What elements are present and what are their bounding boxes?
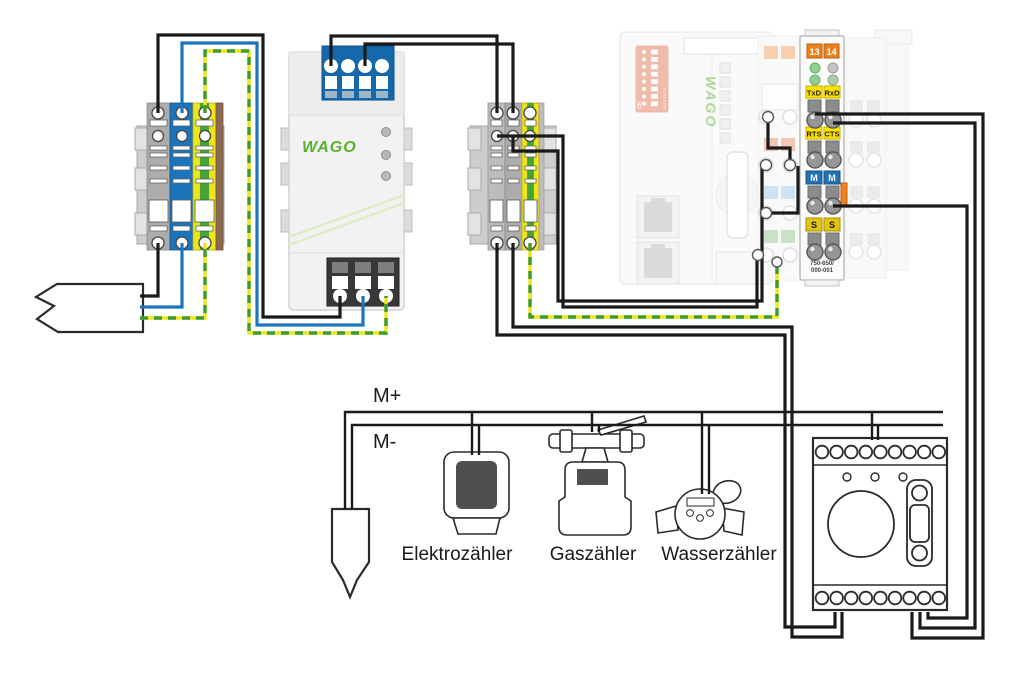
mbus-cable: [330, 507, 371, 600]
dip-scale-label: 1 2 3 4 5 6 7 8: [663, 88, 667, 110]
dip-switch: ON 1 2 3 4 5 6 7 8: [635, 45, 669, 113]
wire-24v-plus: [329, 34, 499, 113]
mbus-minus-label: M-: [373, 431, 396, 453]
rail-end-plate: [215, 102, 224, 251]
rxd-label: RxD: [824, 89, 840, 98]
channel-14-label: 14: [826, 47, 836, 57]
psu-output-terminal: [321, 45, 395, 101]
plc-top-slot: [683, 37, 763, 55]
plc-service-flap: [715, 251, 759, 285]
mbus-level-converter: [811, 436, 949, 612]
gas-meter-label: Gaszähler: [550, 544, 637, 565]
rts-label: RTS: [807, 130, 822, 139]
channel-14-label-bg: [823, 43, 840, 59]
wire-pe-bottom-dash: [140, 243, 207, 320]
din-carrier-tabs-mid: [467, 127, 557, 236]
decor-stripe: [288, 193, 405, 239]
plc-card-slot: [726, 151, 749, 239]
txd-label: TxD: [807, 89, 822, 98]
m2-label: M: [828, 173, 836, 183]
wire-supply-a: [497, 134, 759, 309]
release-latch: [840, 182, 848, 208]
text-labels: M+ M- Elektrozähler Gaszähler Wasserzähl…: [373, 385, 777, 565]
plc-controller: ON 1 2 3 4 5 6 7 8 WAGO: [619, 29, 913, 285]
s2-label-bg: [823, 217, 841, 232]
connection-points: [751, 110, 797, 268]
converter-terminal-rows: [814, 444, 947, 606]
neighbour-module: [845, 29, 913, 279]
wire-supply-b: [511, 136, 764, 303]
wire-l-black-to-psu: [156, 33, 342, 319]
s2-label: S: [829, 220, 835, 230]
serial-module-750-650: 13 14 TxD RxD RTS CTS M M S S: [799, 29, 848, 287]
mid-rail-end: [538, 102, 545, 251]
wiring: [140, 33, 985, 640]
wire-rxd: [833, 121, 977, 630]
wire-ground-link-dash: [528, 243, 779, 319]
ethernet-port-1: [636, 195, 680, 239]
mid-rail-1: [487, 102, 506, 251]
plc-wago-logo: WAGO: [703, 76, 719, 128]
wire-n-blue-bottom: [140, 243, 184, 309]
cage-clamps: [806, 111, 842, 261]
txd-label-bg: [805, 85, 823, 99]
converter-dial: [827, 490, 895, 558]
converter-leds: [842, 472, 908, 482]
mbus-plus-line: [343, 410, 943, 509]
module-status-leds: [809, 62, 839, 86]
rail-grey: [146, 102, 171, 251]
ethernet-port-2: [636, 241, 680, 285]
s1-label: S: [811, 220, 817, 230]
rail-ground: [192, 102, 217, 251]
mains-cable: [33, 282, 145, 334]
rxd-label-bg: [823, 85, 841, 99]
plc-led-column: [719, 62, 731, 144]
jumper-2: [766, 166, 800, 215]
m1-label-bg: [805, 170, 823, 185]
dip-on-label: ON: [637, 101, 643, 109]
wire-pe-to-psu: [203, 49, 388, 335]
cts-label: CTS: [825, 130, 840, 139]
wire-txd: [815, 112, 985, 640]
psu-led-indicators: [381, 127, 391, 181]
m2-label-bg: [823, 170, 841, 185]
psu-wago-logo: WAGO: [302, 139, 357, 156]
mbus-minus-line: [350, 423, 943, 509]
m1-label: M: [810, 173, 818, 183]
channel-13-label: 13: [809, 47, 819, 57]
channel-13-label-bg: [806, 43, 823, 59]
mbus-plus-label: M+: [373, 385, 401, 407]
mid-rail-2: [504, 102, 523, 251]
electricity-meter-label: Elektrozähler: [402, 544, 514, 565]
wire-l-black-bottom: [140, 243, 160, 298]
part-number-line1: 750-650/: [810, 261, 834, 267]
jumper-1: [766, 117, 792, 163]
wire-n-blue-to-psu: [180, 41, 365, 327]
part-number-line2: 000-001: [811, 268, 834, 274]
wire-gnd: [833, 204, 969, 620]
db9-connector-icon: [906, 479, 933, 567]
electricity-meter-icon: [443, 451, 510, 535]
power-supply: WAGO: [280, 45, 413, 311]
wire-24v-minus: [363, 42, 515, 113]
terminal-block-middle: [467, 102, 557, 251]
s1-label-bg: [805, 217, 823, 232]
gas-meter-icon: [548, 415, 648, 536]
decor-stripe: [288, 201, 405, 247]
wire-converter-supply-2: [511, 243, 844, 639]
water-meter-label: Wasserzähler: [661, 544, 777, 565]
mid-rail-ground: [521, 102, 540, 251]
water-meter-icon: [655, 479, 745, 540]
terminal-block-left: [134, 102, 225, 251]
rail-blue: [169, 102, 194, 251]
wire-converter-supply-1: [495, 243, 837, 629]
